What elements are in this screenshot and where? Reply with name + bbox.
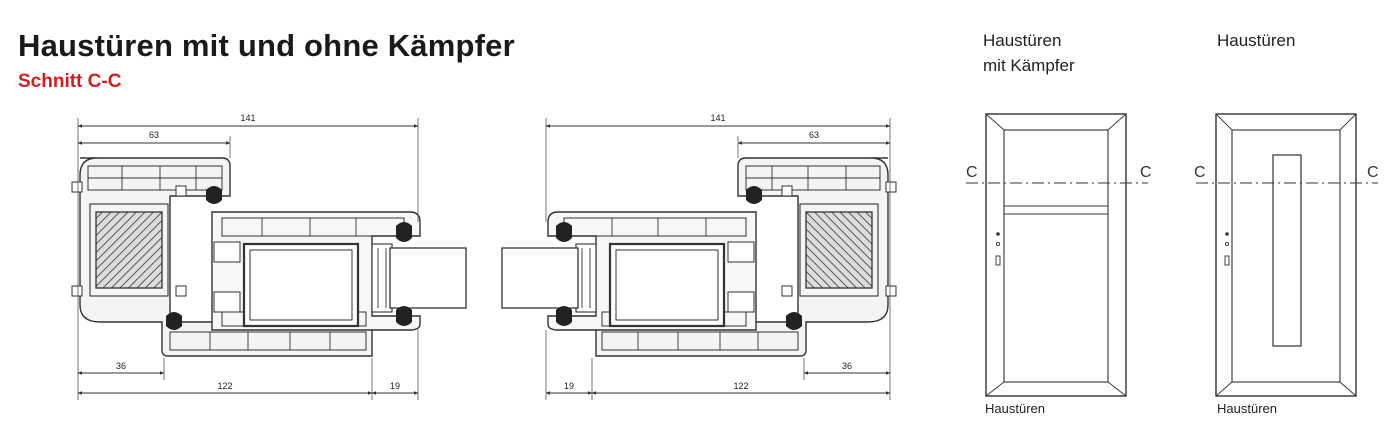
dim-left-total: 141	[240, 113, 255, 123]
door-b-caption: Haustüren	[1217, 401, 1277, 416]
section-subtitle: Schnitt C-C	[18, 71, 122, 92]
door-b-glass-panel	[1272, 154, 1302, 347]
dim-right-top: 63	[809, 130, 819, 140]
door-b-knob-icon	[1225, 232, 1229, 236]
door-a-elevation	[966, 113, 1148, 397]
right-section-drawing: 141 63 19 122 36	[500, 113, 898, 400]
door-b-label: Haustüren	[1217, 31, 1296, 50]
dim-left-bottom-mid: 122	[217, 381, 232, 391]
door-a-caption: Haustüren	[985, 401, 1045, 416]
dim-right-bottom-left: 19	[564, 381, 574, 391]
section-marker-b-right: C	[1367, 164, 1379, 181]
door-b-elevation	[1196, 113, 1378, 397]
door-a-knob-icon	[996, 232, 1000, 236]
door-a-label-line1: Haustüren	[983, 31, 1062, 50]
door-a-lock-icon	[995, 255, 1001, 266]
door-b-lock-icon	[1224, 255, 1230, 266]
dim-left-bottom-left: 36	[116, 361, 126, 371]
dim-left-top: 63	[149, 130, 159, 140]
left-section-drawing: 141 63 36 122 19	[70, 113, 468, 400]
section-marker-a-right: C	[1140, 164, 1152, 181]
page-title: Haustüren mit und ohne Kämpfer	[18, 28, 515, 63]
dim-right-total: 141	[710, 113, 725, 123]
door-a-label-line2: mit Kämpfer	[983, 56, 1075, 75]
dim-left-bottom-right: 19	[390, 381, 400, 391]
section-marker-a-left: C	[966, 164, 978, 181]
dim-right-bottom-mid: 122	[733, 381, 748, 391]
section-marker-b-left: C	[1194, 164, 1206, 181]
dim-right-bottom-right: 36	[842, 361, 852, 371]
